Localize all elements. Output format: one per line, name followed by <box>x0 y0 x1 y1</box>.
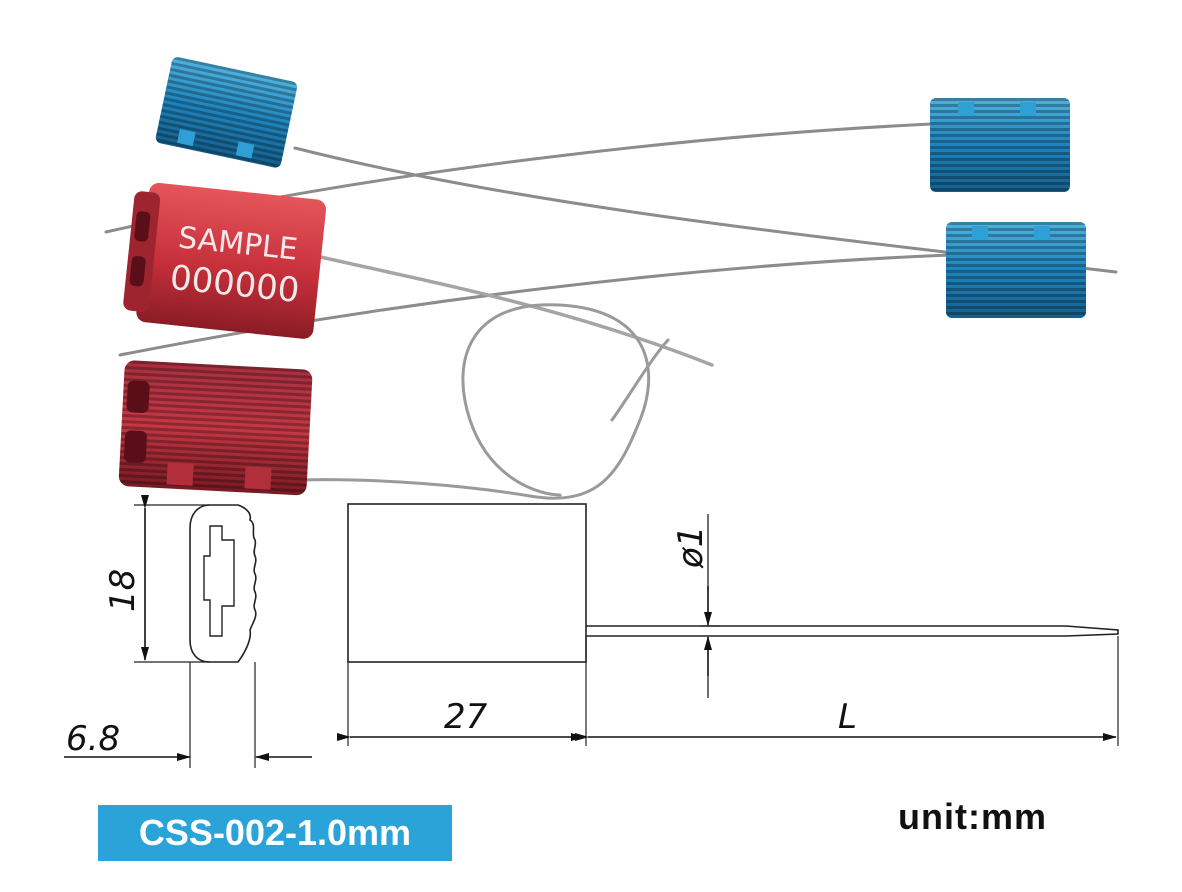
unit-label: unit:mm <box>898 796 1047 837</box>
blue-seal-top-right <box>930 98 1070 192</box>
front-view-drawing <box>347 503 1119 746</box>
dim-cable-length-label: L <box>838 697 857 737</box>
side-view-drawing <box>134 504 257 768</box>
dim-body-length-label: 27 <box>444 697 488 737</box>
blue-seal-top-left <box>155 57 298 168</box>
cable-red-sample-2 <box>310 253 714 367</box>
side-view-body <box>189 504 257 663</box>
blue-seal-right <box>946 222 1086 318</box>
front-view-body <box>347 503 587 663</box>
red-seal-ribbed <box>118 360 313 496</box>
cable-red-sample <box>118 253 952 357</box>
dim-thickness-label: 6.8 <box>66 719 120 759</box>
cable-loop <box>298 303 651 500</box>
cable-tail <box>610 338 670 422</box>
dim-height-label: 18 <box>103 569 143 612</box>
dim-diameter-label: ø1 <box>671 526 711 569</box>
side-view-slot <box>203 525 235 637</box>
model-badge: CSS-002-1.0mm <box>98 805 452 861</box>
red-seal-sample: SAMPLE 000000 <box>123 182 327 339</box>
